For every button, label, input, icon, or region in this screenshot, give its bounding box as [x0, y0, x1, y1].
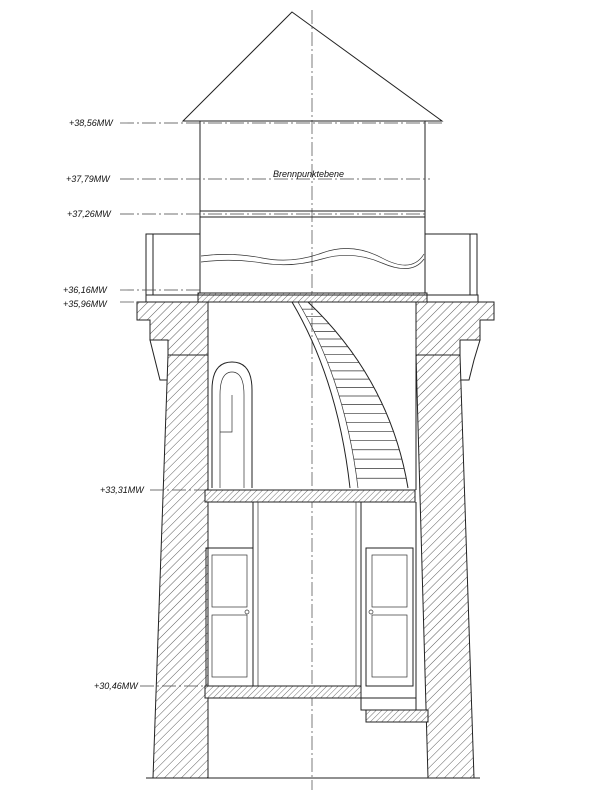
elevation-label: +30,46MW	[94, 681, 139, 691]
focal-plane-label: Brennpunktebene	[273, 169, 344, 179]
tower-wall-left	[152, 354, 209, 779]
lantern-roof	[181, 11, 444, 122]
entry-step-slab	[365, 709, 429, 723]
lantern-glass-line	[200, 248, 425, 266]
cornice-bracket-right	[459, 339, 481, 381]
arched-window-inner	[219, 371, 245, 488]
elevation-label: +37,79MW	[66, 174, 111, 184]
door-right	[365, 547, 414, 687]
lower-floor	[204, 685, 362, 699]
cornice-bracket-left	[149, 339, 169, 381]
arched-window-pane	[220, 395, 233, 433]
cornice-left	[136, 301, 209, 356]
arched-window	[211, 361, 253, 488]
gallery-deck	[145, 294, 479, 303]
lantern-floor	[197, 292, 428, 303]
elevation-markers: +38,56MW +37,79MW Brennpunktebene +37,26…	[63, 118, 445, 691]
elevation-label: +33,31MW	[100, 485, 145, 495]
intermediate-floor	[204, 489, 416, 503]
elevation-label: +36,16MW	[63, 285, 108, 295]
lantern-glass-line-2	[200, 254, 425, 269]
gallery-railing-right	[424, 233, 478, 296]
elevation-label: +38,56MW	[69, 118, 114, 128]
door-left	[205, 547, 254, 687]
cornice-right	[415, 301, 495, 356]
elevation-label: +35,96MW	[63, 299, 108, 309]
gallery-railing-left	[145, 233, 201, 296]
stair-steps	[302, 308, 407, 479]
entry-step	[360, 697, 417, 711]
elevation-label: +37,26MW	[67, 209, 112, 219]
lantern-housing	[199, 120, 426, 296]
spiral-stair	[291, 301, 409, 489]
